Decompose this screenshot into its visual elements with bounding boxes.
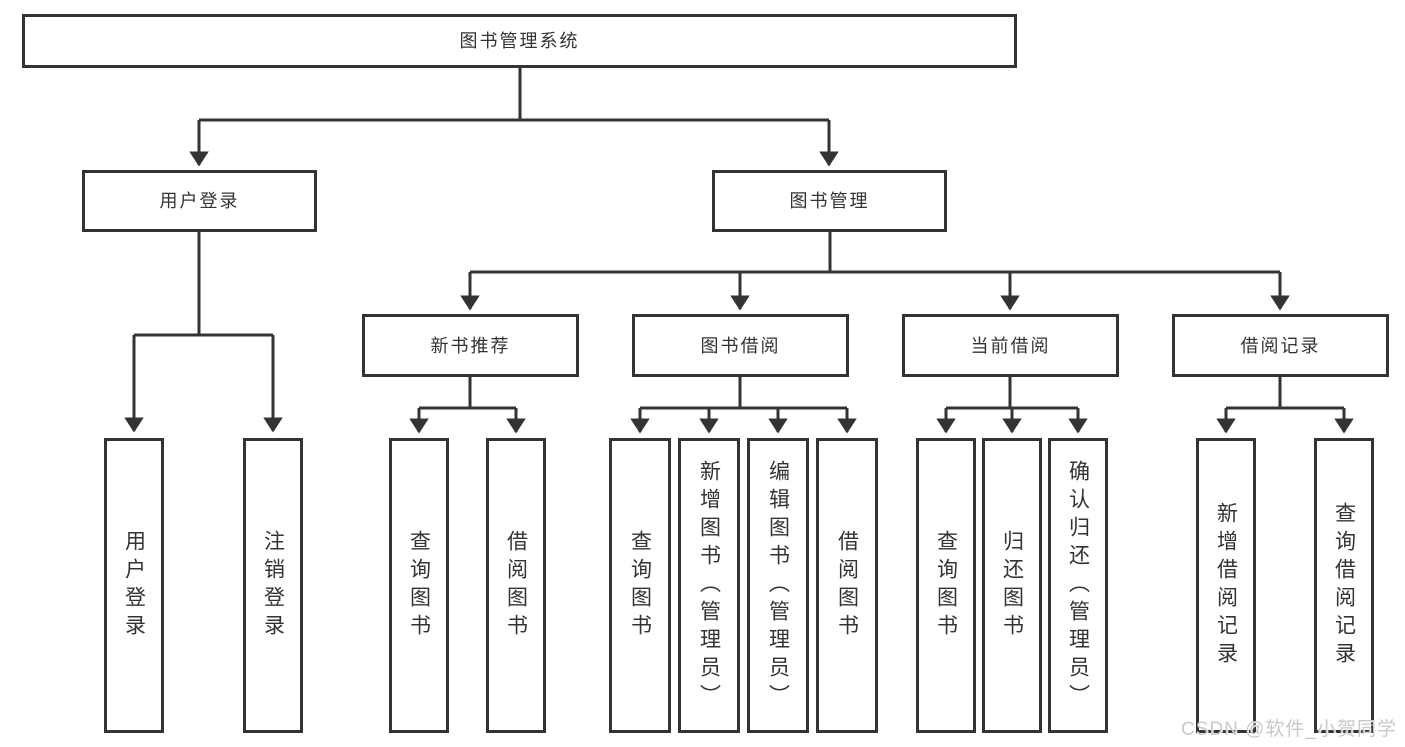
leaf-label: 查询图书 xyxy=(628,529,652,642)
leaf-return-book: 归还图书 xyxy=(982,438,1042,733)
leaf-label: 注销登录 xyxy=(261,529,285,642)
leaf-label: 编辑图书（管理员） xyxy=(766,459,790,712)
csdn-watermark: CSDN @软件_小贺同学 xyxy=(1181,719,1397,740)
leaf-label: 借阅图书 xyxy=(504,529,528,642)
leaf-confirm-return-admin: 确认归还（管理员） xyxy=(1048,438,1108,733)
node-current-borrow: 当前借阅 xyxy=(902,314,1119,377)
node-label: 图书管理 xyxy=(789,191,870,211)
leaf-edit-book-admin: 编辑图书（管理员） xyxy=(747,438,809,733)
leaf-label: 用户登录 xyxy=(122,529,146,642)
node-label: 图书管理系统 xyxy=(459,31,580,51)
leaf-label: 查询图书 xyxy=(407,529,431,642)
leaf-label: 借阅图书 xyxy=(835,529,859,642)
leaf-query-borrow-record: 查询借阅记录 xyxy=(1314,438,1374,733)
leaf-add-borrow-record: 新增借阅记录 xyxy=(1196,438,1256,733)
leaf-label: 新增图书（管理员） xyxy=(697,459,721,712)
leaf-query-books-current: 查询图书 xyxy=(916,438,976,733)
node-label: 用户登录 xyxy=(159,191,240,211)
leaf-label: 确认归还（管理员） xyxy=(1066,459,1090,712)
leaf-borrow-books: 借阅图书 xyxy=(816,438,878,733)
leaf-query-books-borrow: 查询图书 xyxy=(609,438,671,733)
node-new-book-recommend: 新书推荐 xyxy=(362,314,579,377)
leaf-label: 新增借阅记录 xyxy=(1214,501,1238,670)
node-label: 新书推荐 xyxy=(430,335,511,356)
node-label: 图书借阅 xyxy=(700,335,781,356)
leaf-logout: 注销登录 xyxy=(243,438,303,733)
leaf-query-books-recommend: 查询图书 xyxy=(389,438,449,733)
node-book-management: 图书管理 xyxy=(712,170,947,232)
leaf-user-login: 用户登录 xyxy=(104,438,164,733)
leaf-label: 查询借阅记录 xyxy=(1332,501,1356,670)
leaf-label: 归还图书 xyxy=(1000,529,1024,642)
node-label: 借阅记录 xyxy=(1240,335,1321,356)
leaf-add-book-admin: 新增图书（管理员） xyxy=(678,438,740,733)
leaf-label: 查询图书 xyxy=(934,529,958,642)
leaf-borrow-books-recommend: 借阅图书 xyxy=(486,438,546,733)
node-book-borrow: 图书借阅 xyxy=(632,314,849,377)
node-borrow-records: 借阅记录 xyxy=(1172,314,1389,377)
node-user-login: 用户登录 xyxy=(82,170,317,232)
node-root-system: 图书管理系统 xyxy=(22,14,1017,68)
node-label: 当前借阅 xyxy=(970,335,1051,356)
